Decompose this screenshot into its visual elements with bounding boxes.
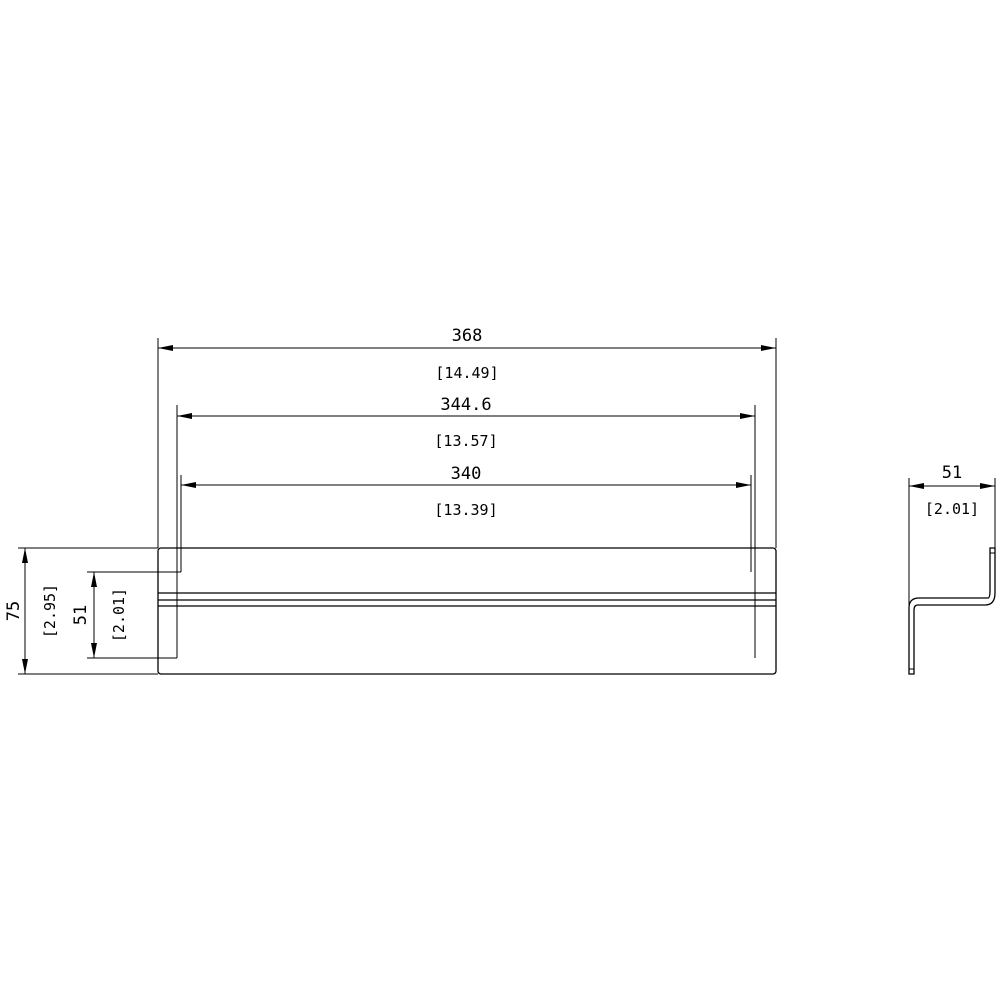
dimension-mounting-length: 340 [13.39]: [181, 464, 751, 519]
side-profile: [908, 547, 996, 675]
dim-inch: [13.57]: [434, 432, 497, 450]
dim-mm: 51: [71, 605, 91, 625]
front-view: [157, 338, 777, 675]
dim-inch: [2.01]: [110, 588, 128, 642]
outer-outline: [157, 547, 777, 675]
dimension-overall-height: 75 [2.95]: [4, 547, 158, 675]
dim-mm: 344.6: [440, 395, 491, 415]
dim-mm: 75: [4, 601, 24, 621]
dimension-tab-height: 51 [2.01]: [71, 571, 181, 659]
dim-inch: [2.01]: [925, 500, 979, 518]
side-view: 51 [2.01]: [908, 463, 996, 675]
dim-inch: [14.49]: [435, 364, 498, 382]
dim-inch: [2.95]: [41, 584, 59, 638]
dim-mm: 368: [452, 326, 483, 346]
dim-inch: [13.39]: [434, 501, 497, 519]
dim-mm: 51: [942, 463, 962, 483]
dim-mm: 340: [451, 464, 482, 484]
dimension-mid-length: 344.6 [13.57]: [177, 395, 755, 450]
dimension-overall-length: 368 [14.49]: [158, 326, 776, 382]
